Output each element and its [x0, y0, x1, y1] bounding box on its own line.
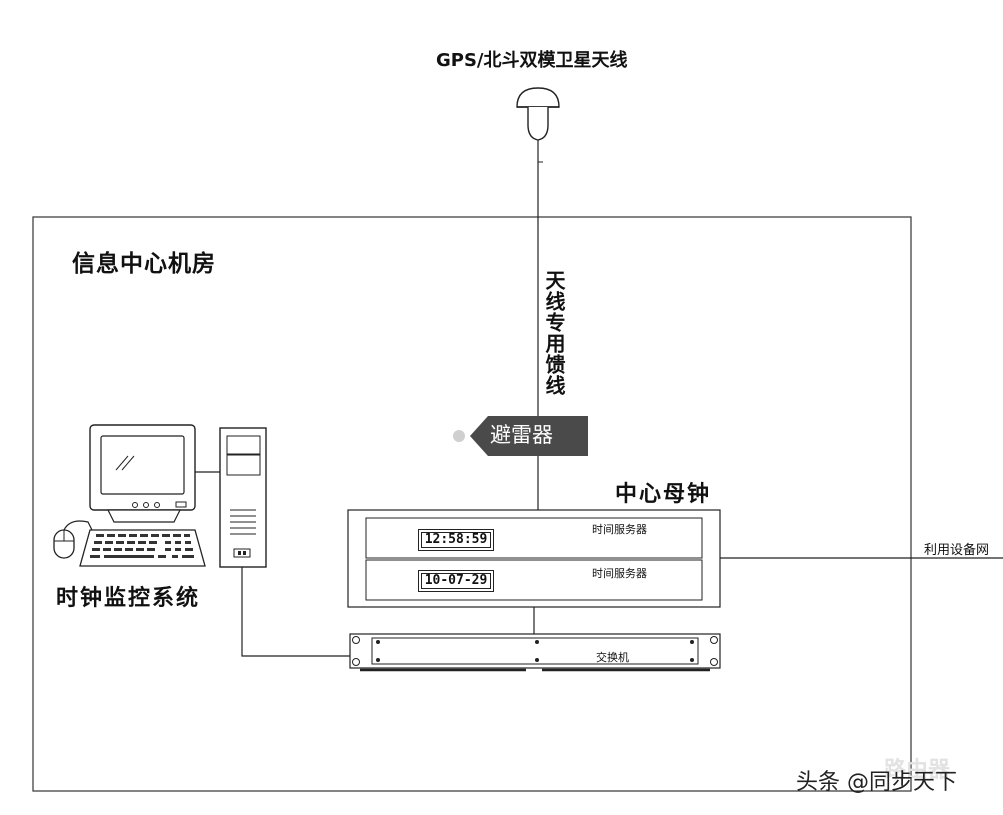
pc-switch-link [241, 567, 350, 657]
monitor-system-label: 时钟监控系统 [56, 586, 201, 611]
keyboard-icon [79, 529, 206, 567]
antenna-title: GPS/北斗双模卫星天线 [436, 50, 628, 71]
time-server-2 [365, 559, 703, 601]
mouse-icon [53, 520, 93, 559]
server-1-label: 时间服务器 [592, 523, 647, 536]
network-label: 利用设备网 [924, 543, 990, 558]
cable-label: 天线专用馈线 [542, 270, 566, 396]
switch-rack [349, 633, 721, 672]
satellite-antenna-icon [516, 87, 560, 141]
arrester-label: 避雷器 [490, 423, 553, 447]
switch-label: 交换机 [596, 651, 629, 664]
room-title: 信息中心机房 [72, 251, 216, 277]
room-boundary [32, 216, 912, 792]
time-server-1 [365, 517, 703, 559]
date-display: 10-07-29 [418, 570, 494, 592]
lightning-arrester-tag [453, 416, 588, 456]
time-display: 12:58:59 [418, 529, 494, 551]
watermark: 头条 @同步天下 [796, 770, 957, 795]
master-clock-label: 中心母钟 [615, 482, 712, 507]
watermark-ghost: 路由器 [884, 758, 951, 783]
monitor-icon [89, 424, 220, 523]
pc-tower-icon [219, 427, 267, 568]
server-2-label: 时间服务器 [592, 567, 647, 580]
